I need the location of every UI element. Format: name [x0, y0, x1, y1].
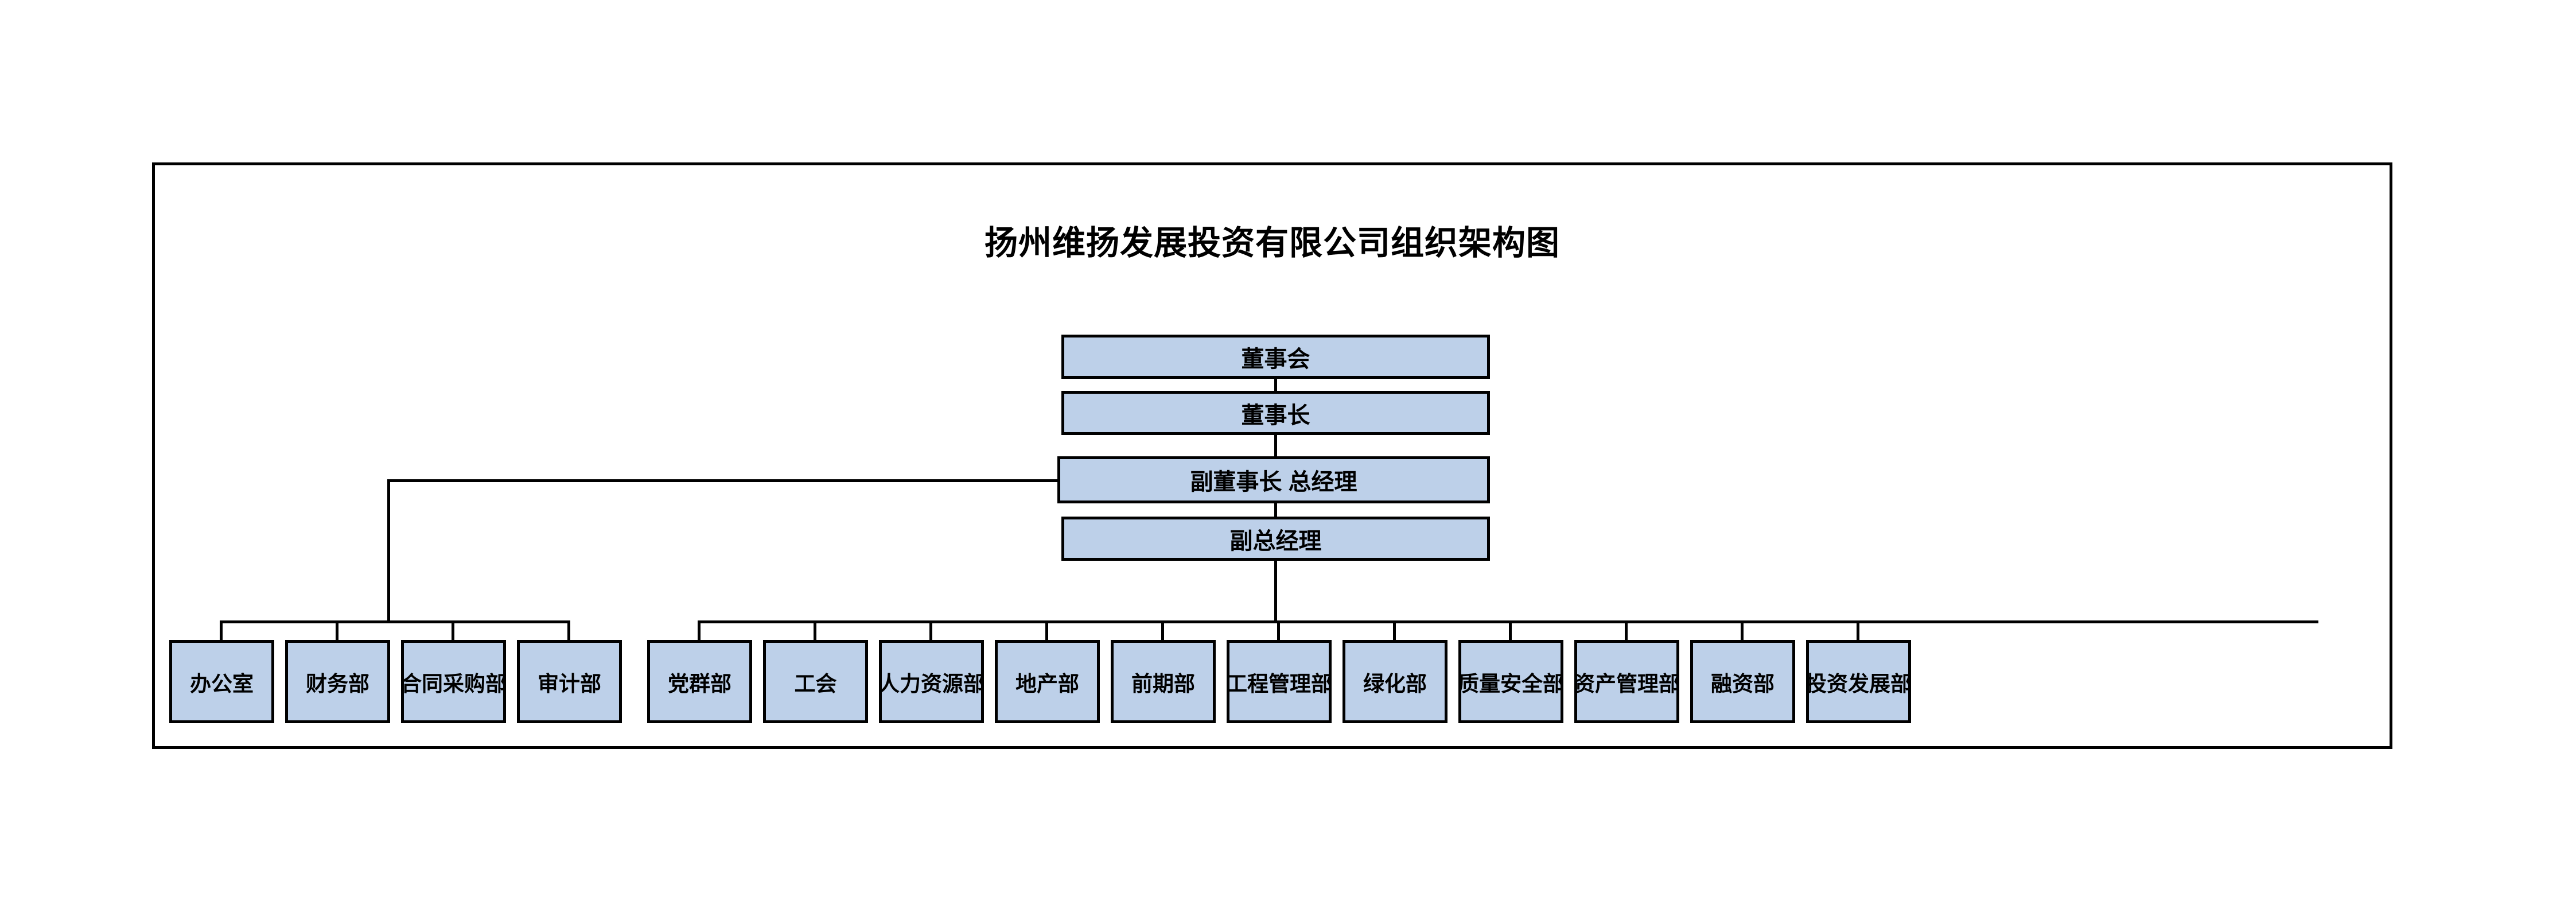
connector-chairman-to-vice-chairman — [1274, 435, 1277, 456]
connector-drop-investment-development — [1857, 620, 1859, 640]
connector-drop-financing — [1741, 620, 1744, 640]
node-dept-finance[interactable]: 财务部 — [285, 640, 390, 723]
node-dept-party-masses[interactable]: 党群部 — [647, 640, 752, 723]
connector-bus-group-b — [698, 620, 2318, 623]
connector-drop-engineering-management — [1277, 620, 1280, 640]
chart-title: 扬州维扬发展投资有限公司组织架构图 — [984, 224, 1560, 262]
node-dept-engineering-management[interactable]: 工程管理部 — [1227, 640, 1332, 723]
connector-left-branch-drop — [387, 479, 390, 622]
connector-drop-quality-safety — [1509, 620, 1512, 640]
connector-drop-audit — [567, 620, 570, 640]
connector-drop-party-masses — [698, 620, 701, 640]
connector-bus-group-a — [220, 620, 569, 623]
node-dept-audit[interactable]: 审计部 — [517, 640, 622, 723]
connector-vice-chairman-left-branch — [387, 479, 1059, 482]
connector-drop-greening — [1393, 620, 1396, 640]
node-dept-financing[interactable]: 融资部 — [1690, 640, 1795, 723]
connector-board-to-chairman — [1274, 379, 1277, 391]
node-deputy-gm[interactable]: 副总经理 — [1061, 517, 1490, 561]
node-dept-labor-union[interactable]: 工会 — [763, 640, 868, 723]
connector-drop-real-estate — [1045, 620, 1048, 640]
node-chairman[interactable]: 董事长 — [1061, 391, 1490, 435]
connector-drop-preliminary — [1161, 620, 1164, 640]
node-vice-chairman-gm[interactable]: 副董事长 总经理 — [1057, 456, 1490, 503]
node-dept-human-resources[interactable]: 人力资源部 — [879, 640, 984, 723]
connector-drop-asset-management — [1625, 620, 1628, 640]
connector-vice-chairman-to-deputy-gm — [1274, 503, 1277, 517]
node-dept-greening[interactable]: 绿化部 — [1343, 640, 1447, 723]
connector-drop-human-resources — [929, 620, 932, 640]
connector-drop-labor-union — [814, 620, 816, 640]
node-dept-quality-safety[interactable]: 质量安全部 — [1458, 640, 1563, 723]
connector-deputy-gm-drop — [1274, 561, 1277, 620]
node-dept-real-estate[interactable]: 地产部 — [995, 640, 1100, 723]
node-board[interactable]: 董事会 — [1061, 335, 1490, 379]
node-dept-asset-management[interactable]: 资产管理部 — [1574, 640, 1679, 723]
node-dept-preliminary[interactable]: 前期部 — [1111, 640, 1216, 723]
connector-drop-office — [220, 620, 223, 640]
node-dept-investment-development[interactable]: 投资发展部 — [1806, 640, 1911, 723]
connector-drop-contract-procurement — [452, 620, 454, 640]
connector-drop-finance — [336, 620, 338, 640]
chart-frame: 扬州维扬发展投资有限公司组织架构图 董事会 董事长 副董事长 总经理 副总经理 … — [152, 162, 2392, 749]
node-dept-office[interactable]: 办公室 — [169, 640, 274, 723]
node-dept-contract-procurement[interactable]: 合同采购部 — [401, 640, 506, 723]
